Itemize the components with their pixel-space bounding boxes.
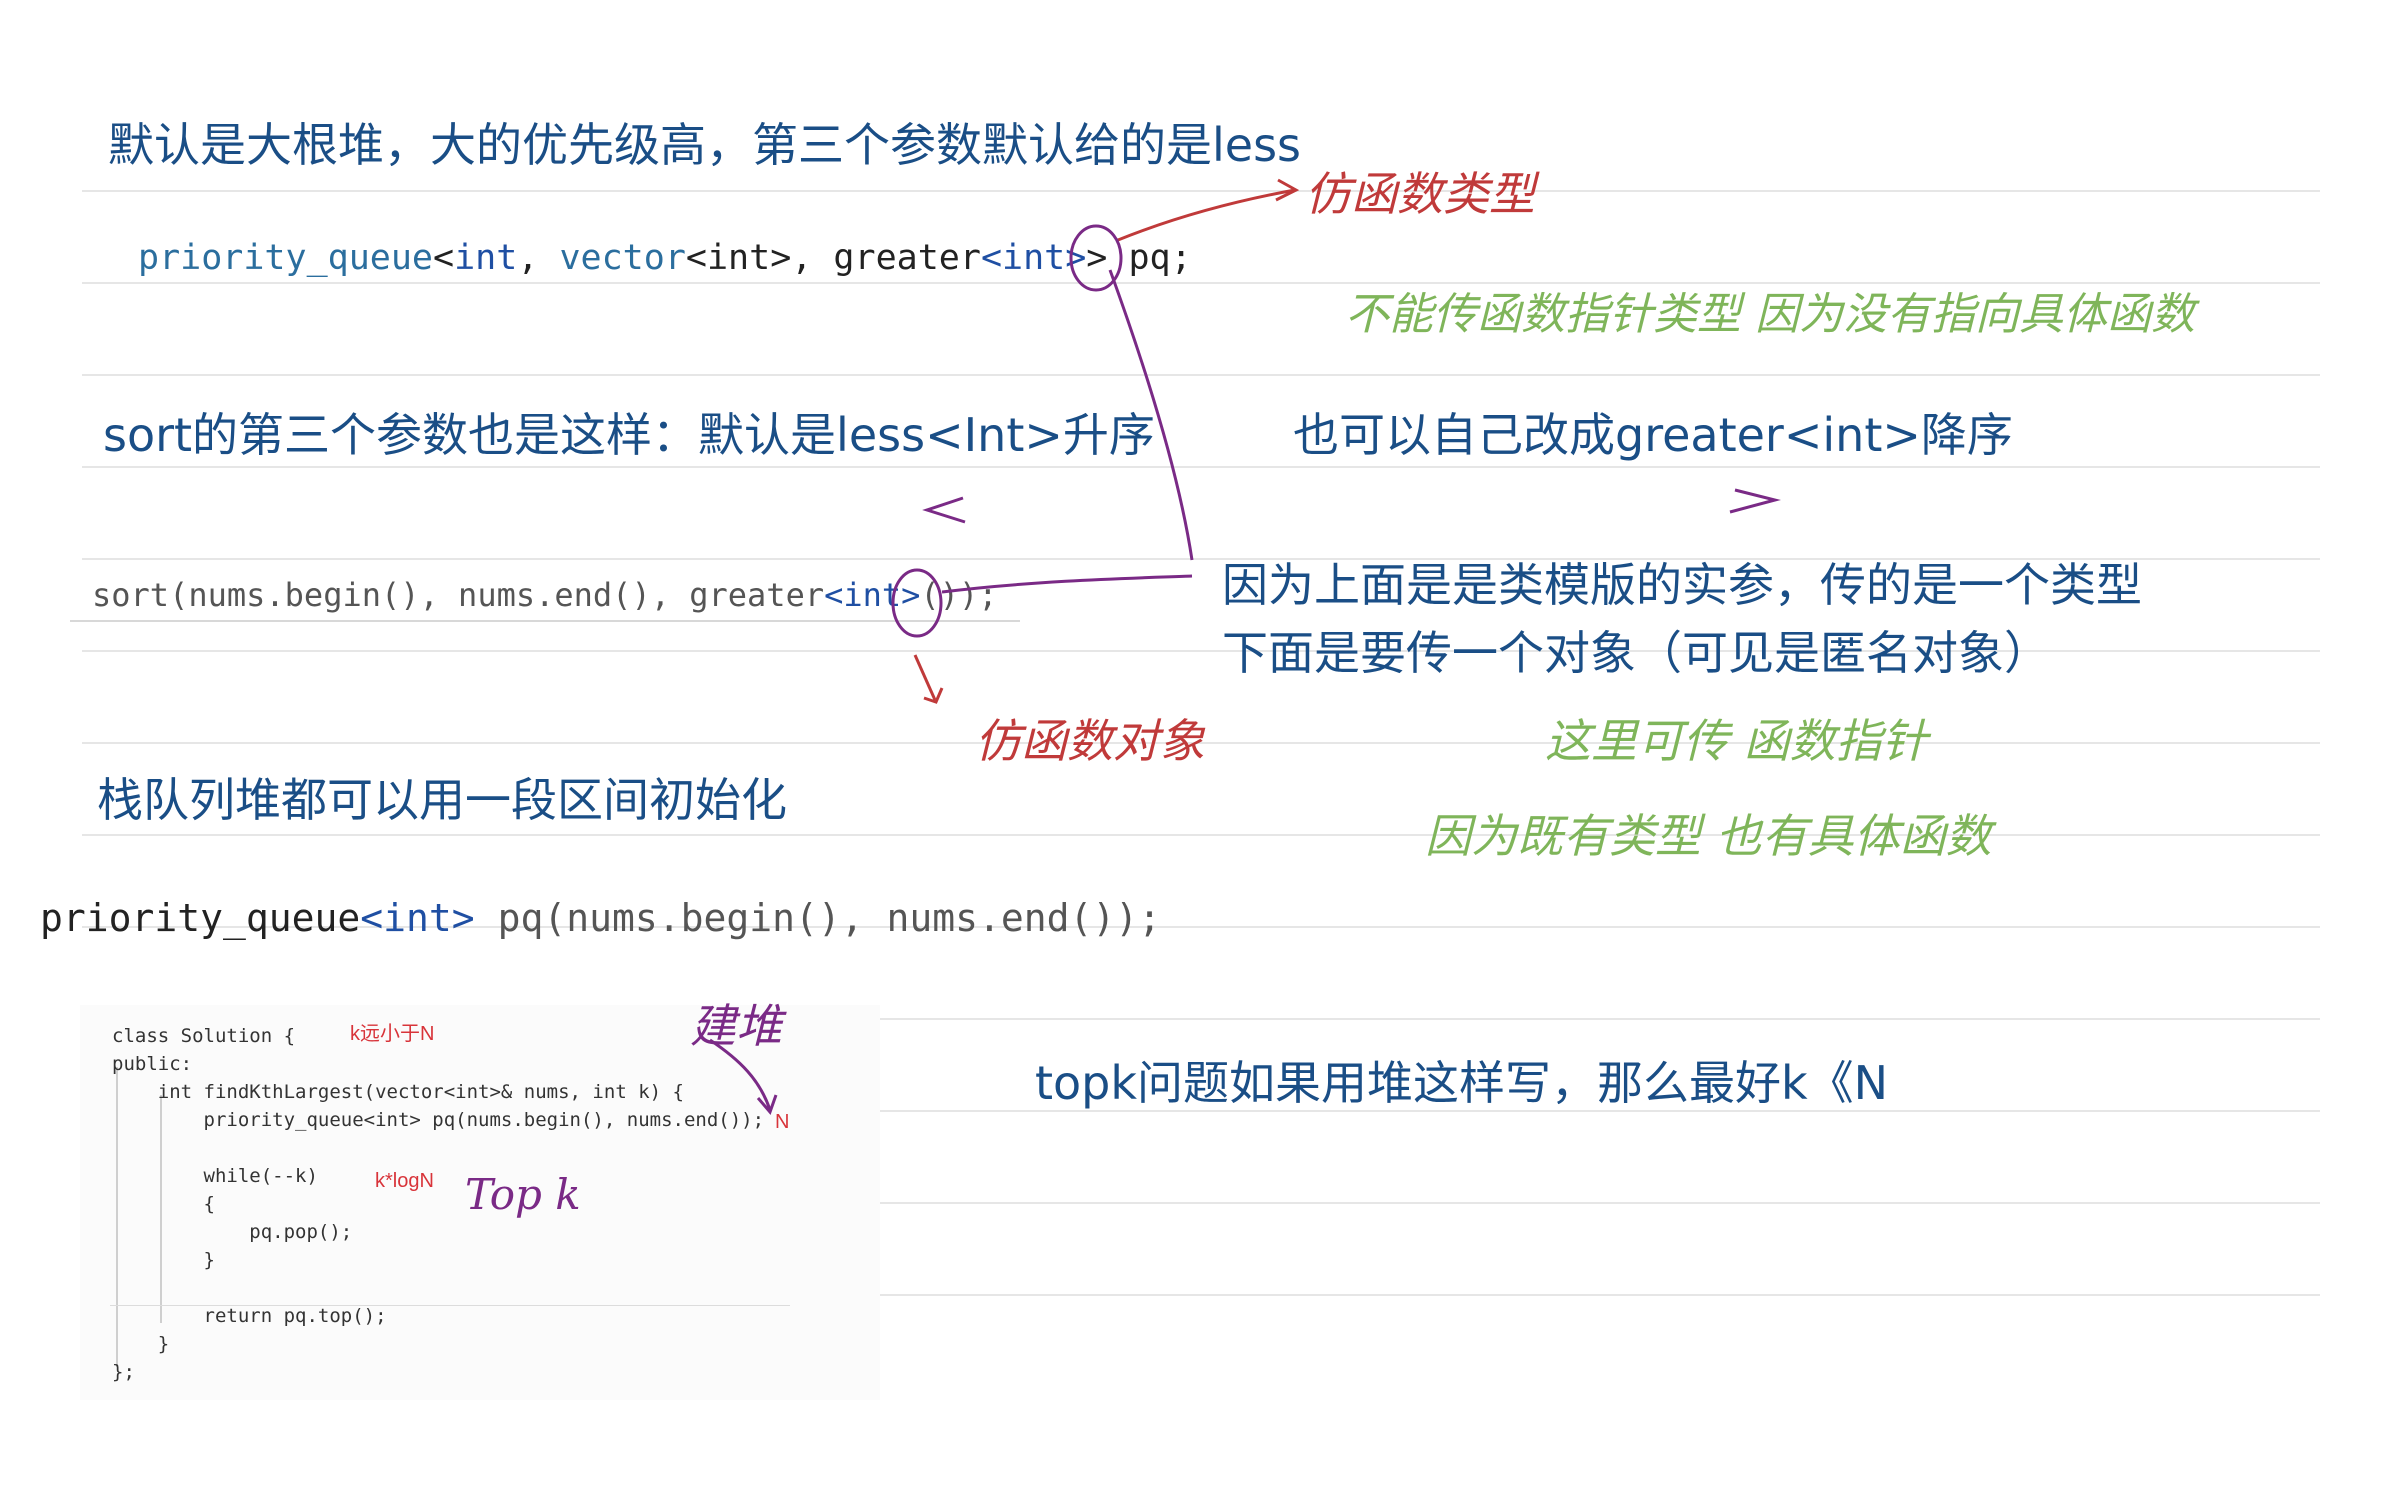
- code-line: int findKthLargest(vector<int>& nums, in…: [112, 1081, 684, 1103]
- rule-line: [82, 1202, 2320, 1204]
- code-line: };: [112, 1361, 135, 1383]
- code-sort-greater: sort(nums.begin(), nums.end(), greater<i…: [92, 576, 998, 614]
- code-priority-queue-greater: priority_queue<int, vector<int>, greater…: [138, 238, 1192, 278]
- rule-line: [82, 1294, 2320, 1296]
- handwriting-functor-type: 仿函数类型: [1305, 167, 1535, 221]
- code-priority-queue-range: priority_queue<int> pq(nums.begin(), num…: [40, 896, 1162, 940]
- note-sort-third-param: sort的第三个参数也是这样：默认是less<Int>升序: [103, 408, 1155, 462]
- rule-line: [82, 742, 2320, 744]
- handwriting-topk: Top k: [465, 1170, 581, 1219]
- note-topk: topk问题如果用堆这样写，那么最好k《N: [1035, 1056, 1889, 1110]
- code-line: public:: [112, 1053, 193, 1075]
- rule-line: [82, 1018, 2320, 1020]
- handwriting-can-pass-function-pointer: 这里可传 函数指针: [1545, 714, 1928, 768]
- code-line: {: [112, 1193, 215, 1215]
- rule-line: [82, 926, 2320, 928]
- code-line: priority_queue<int> pq(nums.begin(), num…: [112, 1109, 765, 1131]
- code-line: }: [112, 1249, 215, 1271]
- note-greater-desc: 也可以自己改成greater<int>降序: [1293, 408, 2013, 462]
- code-line: pq.pop();: [112, 1221, 353, 1243]
- annotation-k-much-less-n: k远小于N: [350, 1023, 435, 1045]
- handwriting-functor-object: 仿函数对象: [975, 714, 1205, 768]
- rule-line: [82, 834, 2320, 836]
- code-line: }: [112, 1333, 170, 1355]
- code-line: while(--k): [112, 1165, 318, 1187]
- rule-line: [82, 558, 2320, 560]
- handwriting-no-function-pointer: 不能传函数指针类型 因为没有指向具体函数: [1345, 289, 2195, 340]
- indent-guide: [116, 1067, 118, 1367]
- rule-line: [82, 1110, 2320, 1112]
- note-range-init: 栈队列堆都可以用一段区间初始化: [97, 773, 787, 827]
- rule-line: [82, 190, 2320, 192]
- handwriting-build-heap: 建堆: [690, 999, 782, 1053]
- indent-guide: [160, 1095, 162, 1323]
- separator-line: [110, 1305, 790, 1306]
- note-default-max-heap: 默认是大根堆，大的优先级高，第三个参数默认给的是less: [108, 118, 1302, 172]
- rule-line: [82, 466, 2320, 468]
- annotation-n: N: [775, 1111, 790, 1133]
- handwriting-has-type-and-function: 因为既有类型 也有具体函数: [1425, 809, 1992, 863]
- note-template-arg-type: 因为上面是是类模版的实参，传的是一个类型: [1222, 558, 2142, 612]
- rule-line: [82, 282, 2320, 284]
- rule-line: [82, 374, 2320, 376]
- code-line: class Solution {: [112, 1025, 296, 1047]
- code-underline: [70, 620, 1020, 622]
- code-line: return pq.top();: [112, 1305, 387, 1327]
- note-pass-object: 下面是要传一个对象（可见是匿名对象）: [1222, 626, 2050, 680]
- annotation-klogn: k*logN: [375, 1170, 434, 1192]
- rule-line: [82, 650, 2320, 652]
